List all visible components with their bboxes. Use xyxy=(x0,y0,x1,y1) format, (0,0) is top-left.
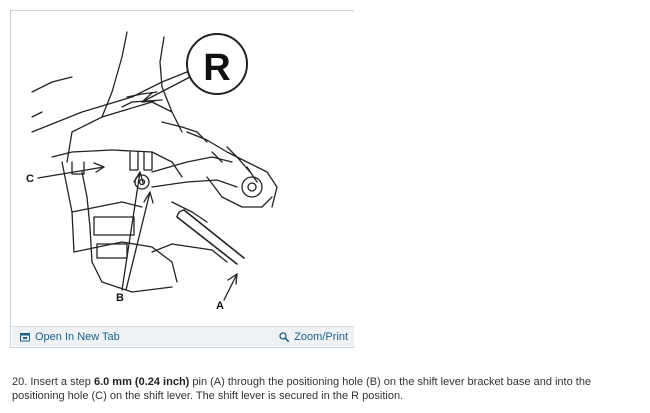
open-new-tab-link[interactable]: Open In New Tab xyxy=(20,331,120,343)
callout-r-bubble xyxy=(186,33,248,95)
label-c-arrowhead xyxy=(93,162,105,173)
housing-right-edge xyxy=(161,121,208,143)
pin-a-edge-2 xyxy=(183,209,245,259)
label-c-leader xyxy=(37,166,105,179)
label-b-arrowhead-2 xyxy=(143,191,154,204)
figure-frame: R C B A Open In New Tab Zoom/Print xyxy=(10,10,354,348)
magnifier-icon xyxy=(279,331,290,342)
background-lines xyxy=(31,76,73,118)
cable-housing xyxy=(151,243,228,263)
label-b-arrowhead-1 xyxy=(133,171,144,184)
open-new-tab-label: Open In New Tab xyxy=(35,330,120,343)
mechanism-gear-hub xyxy=(247,182,257,192)
label-b-leader-2 xyxy=(125,191,151,291)
linkage-lower xyxy=(151,179,238,188)
linkage-rod xyxy=(171,201,208,223)
lever-shaft-left xyxy=(101,31,128,118)
housing-body xyxy=(66,101,183,163)
step-instruction: 20. Insert a step 6.0 mm (0.24 inch) pin… xyxy=(12,375,642,403)
positioning-hole-b xyxy=(134,174,150,190)
callout-r-arrowhead xyxy=(141,92,156,103)
label-c: C xyxy=(26,173,34,185)
callout-r-leader xyxy=(141,76,191,103)
step-pin-size: 6.0 mm (0.24 inch) xyxy=(93,376,190,388)
label-b-leader-1 xyxy=(121,171,141,291)
label-a: A xyxy=(216,300,224,312)
figure-toolbar: Open In New Tab Zoom/Print xyxy=(12,326,354,346)
zoom-print-link[interactable]: Zoom/Print xyxy=(279,331,348,343)
zoom-print-label: Zoom/Print xyxy=(294,330,348,343)
new-tab-icon xyxy=(20,332,30,341)
lever-shaft-right xyxy=(159,36,173,113)
label-a-arrowhead xyxy=(227,273,238,285)
bracket-inner-wall xyxy=(81,171,93,263)
bracket-rib xyxy=(71,201,143,213)
mechanism-ribs xyxy=(211,146,258,183)
lever-hole-c xyxy=(71,161,85,175)
label-a-leader xyxy=(223,273,238,301)
lever-tab-2 xyxy=(143,151,153,171)
bracket-window xyxy=(93,216,135,236)
mechanism-gear xyxy=(241,176,263,198)
diagram-svg: R C B A xyxy=(26,31,278,312)
step-text-part-2: pin (A) through the positioning hole (B)… xyxy=(12,376,592,402)
bracket-window-2 xyxy=(96,243,128,259)
housing-top-edge xyxy=(31,71,188,133)
bracket-foot xyxy=(91,261,173,293)
lever-tab-1 xyxy=(129,151,139,171)
bracket-top xyxy=(51,149,183,178)
pin-a-edge-1 xyxy=(176,216,238,265)
label-b: B xyxy=(116,292,124,304)
pin-a-end xyxy=(176,209,185,218)
bracket-bottom xyxy=(73,241,178,283)
linkage-upper xyxy=(151,156,233,173)
callout-r-letter: R xyxy=(203,47,230,89)
shift-lever-diagram: R C B A xyxy=(12,12,354,329)
mechanism-bottom xyxy=(206,176,273,208)
step-number: 20. xyxy=(12,376,28,388)
bracket-left-wall xyxy=(61,161,75,253)
step-text-part-1: Insert a step xyxy=(27,376,94,388)
mechanism-outline xyxy=(186,131,278,208)
